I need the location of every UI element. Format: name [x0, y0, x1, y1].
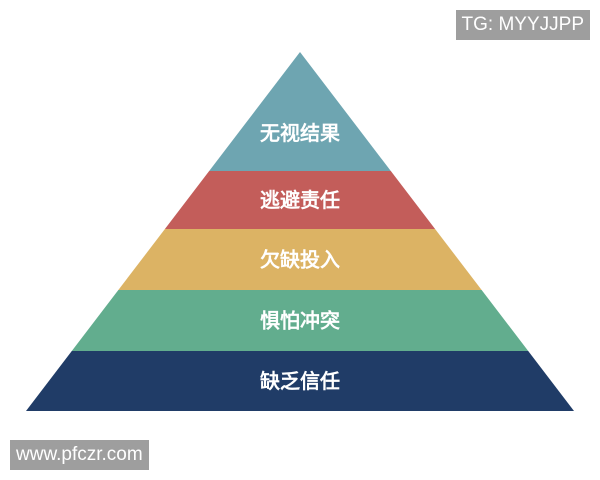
watermark-bottom-left: www.pfczr.com: [10, 440, 149, 470]
pyramid-layer-2: [164, 171, 436, 229]
pyramid-layer-base: [26, 351, 574, 411]
layer-label-top: 无视结果: [260, 121, 340, 145]
watermark-top-right: TG: MYYJJPP: [455, 10, 590, 40]
pyramid-layer-3: [118, 229, 482, 290]
layer-label-2: 逃避责任: [260, 188, 340, 212]
layer-label-base: 缺乏信任: [260, 369, 340, 393]
layer-label-3: 欠缺投入: [260, 248, 340, 272]
pyramid-layer-top: [209, 52, 391, 171]
layer-label-4: 惧怕冲突: [260, 309, 340, 333]
pyramid-layer-4: [71, 290, 529, 351]
